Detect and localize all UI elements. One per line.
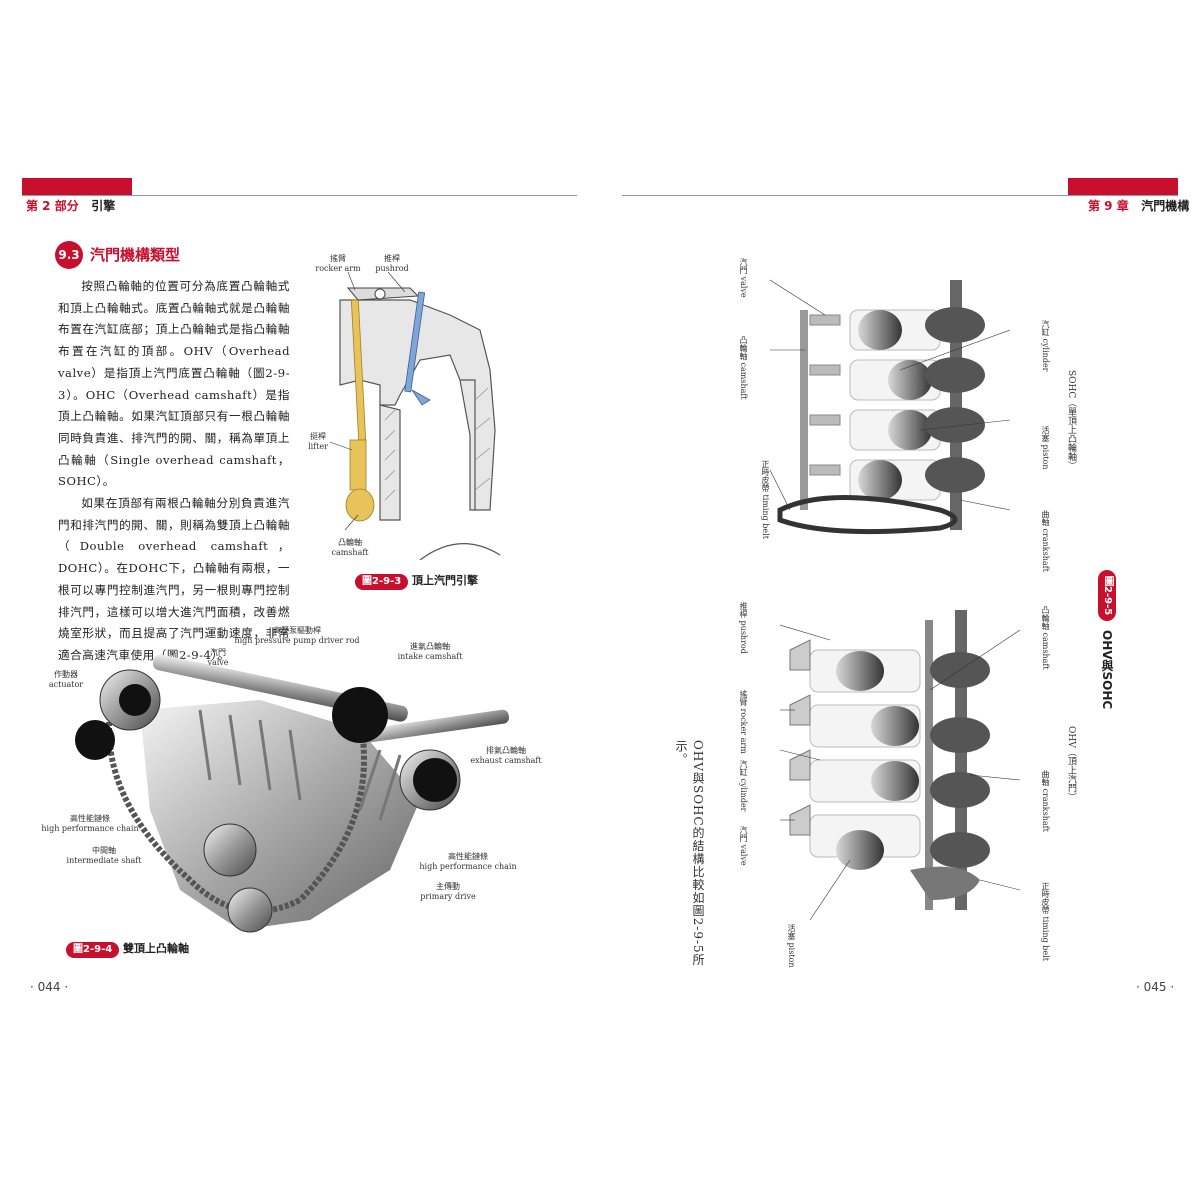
label-hp-pump: 高壓泵驅動桿 high pressure pump driver rod: [234, 626, 360, 645]
figure-title-2-9-4: 雙頂上凸輪軸: [123, 942, 190, 955]
chapter-label: 第 9 章: [1088, 199, 1129, 213]
ohv-type-label: OHV（頂上汽門）: [1066, 726, 1076, 802]
header-red-bar-left: [22, 178, 132, 196]
section-title: 汽門機構類型: [90, 246, 181, 264]
dohc-engine-illustration: [75, 654, 510, 933]
label-high-performance-chain-1: 高性能鏈條 high performance chain: [41, 814, 139, 833]
ohv-label-pushrod: 推桿 pushrod: [739, 602, 748, 654]
figure-badge-2-9-5: 圖2-9-5: [1098, 570, 1116, 622]
paragraph-2: 如果在頂部有兩根凸輪軸分別負責進汽門和排汽門的開、關，則稱為雙頂上凸輪軸（Dou…: [58, 496, 290, 662]
section-number: 9.3: [55, 241, 83, 269]
label-valve: 汽門 valve: [207, 648, 229, 667]
chapter-title: 汽門機構: [1141, 199, 1190, 213]
page-number-left: · 044 ·: [30, 980, 69, 994]
ohv-diagram: [780, 610, 1020, 920]
header-red-bar-right: [1068, 178, 1178, 196]
page-number-right: · 045 ·: [1136, 980, 1175, 994]
ohv-engine-diagram: [329, 271, 501, 560]
part-title: 引擎: [91, 199, 116, 213]
part-label: 第 2 部分: [26, 199, 79, 213]
sohc-label-camshaft: 凸輪軸 camshaft: [739, 336, 748, 400]
ohv-label-valve: 汽門 valve: [739, 826, 748, 866]
paragraph-1: 按照凸輪軸的位置可分為底置凸輪軸式和頂上凸輪軸式。底置凸輪軸式就是凸輪軸布置在汽…: [58, 279, 290, 489]
figure-title-2-9-3: 頂上汽門引擎: [412, 574, 479, 587]
figure-tab-2-9-5: 圖2-9-5 OHV與SOHC: [1098, 570, 1117, 710]
header-rule-left: [22, 195, 577, 196]
sohc-label-valve: 汽門 valve: [739, 258, 748, 298]
figure-title-2-9-5: OHV與SOHC: [1100, 630, 1114, 710]
ohv-label-crankshaft: 曲軸 crankshaft: [1041, 770, 1050, 832]
label-actuator: 作動器 actuator: [48, 670, 84, 689]
figure-badge-2-9-4: 圖2-9-4: [66, 942, 120, 958]
sohc-label-cylinder: 汽缸 cylinder: [1041, 320, 1050, 372]
figure-caption-2-9-3: 圖2-9-3 頂上汽門引擎: [355, 572, 478, 590]
figure-caption-2-9-4: 圖2-9-4 雙頂上凸輪軸: [66, 940, 189, 958]
body-text: 按照凸輪軸的位置可分為底置凸輪軸式和頂上凸輪軸式。底置凸輪軸式就是凸輪軸布置在汽…: [58, 276, 290, 667]
label-rocker-arm: 搖臂 rocker arm: [315, 254, 361, 273]
ohv-label-cylinder: 汽缸 cylinder: [739, 760, 748, 812]
ohv-label-timing-belt: 正時皮帶 timing belt: [1041, 882, 1050, 961]
label-intake-camshaft: 進氣凸輪軸 intake camshaft: [397, 642, 463, 661]
ohv-label-rocker-arm: 搖臂 rocker arm: [739, 690, 748, 754]
label-lifter: 挺桿 lifter: [308, 432, 328, 451]
header-rule-right: [622, 195, 1178, 196]
sohc-diagram: [770, 279, 1010, 535]
label-camshaft: 凸輪軸 camshaft: [331, 538, 369, 557]
header-left: 第 2 部分 引擎: [26, 197, 115, 214]
ohv-label-camshaft: 凸輪軸 camshaft: [1041, 606, 1050, 670]
vertical-body-caption: OHV與SOHC的結構比較如圖2-9-5所示。: [674, 740, 705, 967]
header-right: 第 9 章 汽門機構: [1088, 197, 1189, 214]
sohc-label-timing-belt: 正時皮帶 timing belt: [761, 460, 770, 539]
sohc-label-piston: 活塞 piston: [1041, 426, 1050, 470]
figure-badge-2-9-3: 圖2-9-3: [355, 574, 409, 590]
label-high-performance-chain-2: 高性能鏈條 high performance chain: [419, 852, 517, 871]
label-intermediate-shaft: 中間軸 intermediate shaft: [66, 846, 142, 865]
ohv-label-piston: 活塞 piston: [787, 924, 796, 968]
label-pushrod: 推桿 pushrod: [375, 254, 409, 273]
label-primary-drive: 主傳動 primary drive: [420, 882, 476, 901]
sohc-type-label: SOHC（單頂上凸輪軸）: [1066, 370, 1076, 471]
label-exhaust-camshaft: 排氣凸輪軸 exhaust camshaft: [470, 746, 542, 765]
sohc-label-crankshaft: 曲軸 crankshaft: [1041, 510, 1050, 572]
